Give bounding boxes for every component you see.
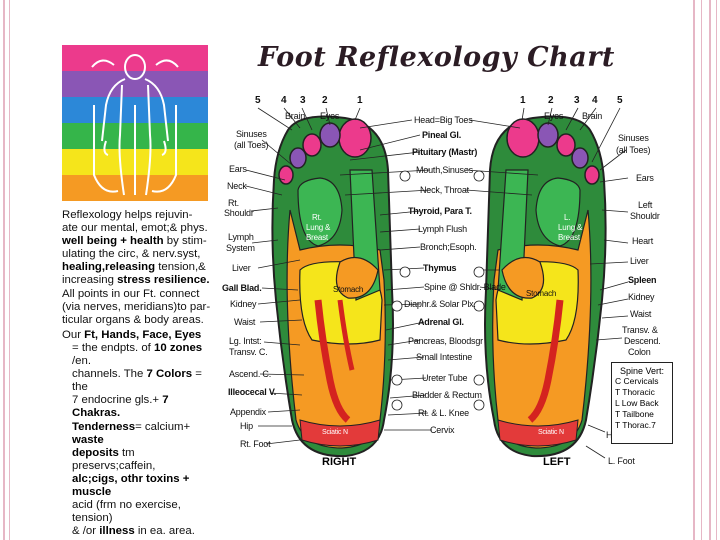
zone-number: 3 <box>300 95 306 106</box>
label-illeocecal: Illeocecal V. <box>228 387 276 397</box>
label-pancreas: Pancreas, Bloodsgr <box>408 336 483 346</box>
label-small-intestine: Small Intestine <box>416 352 472 362</box>
foot-title-right: RIGHT <box>322 456 356 468</box>
zone-number: 1 <box>357 95 363 106</box>
label-rt-lung: Breast <box>306 233 328 243</box>
label-eyes-left: Eyes <box>544 111 563 121</box>
label-brain: Brain <box>285 111 305 121</box>
label-all-toes: (all Toes) <box>234 140 268 150</box>
label-neck-throat: Neck, Throat <box>420 185 469 195</box>
label-l-foot: L. Foot <box>608 456 635 466</box>
label-ears: Ears <box>229 164 247 174</box>
label-stomach-right: Stomach <box>333 285 363 295</box>
label-shouldr: Shouldr <box>224 208 254 218</box>
label-transv-c: Transv. C. <box>229 347 268 357</box>
label-l-lung: Lung & <box>558 223 582 233</box>
label-sciatic-right: Sciatic N <box>322 428 348 438</box>
label-kidney-left: Kidney <box>628 292 654 302</box>
label-colon: Colon <box>628 347 651 357</box>
spine-legend: Spine Vert: C Cervicals T Thoracic L Low… <box>611 362 673 444</box>
label-liver-left: Liver <box>630 256 649 266</box>
label-rt-foot: Rt. Foot <box>240 439 270 449</box>
label-thymus: Thymus <box>423 263 456 273</box>
label-ureter: Ureter Tube <box>422 373 467 383</box>
label-bronch: Bronch;Esoph. <box>420 242 476 252</box>
label-descend: Descend. <box>624 336 660 346</box>
zone-number: 4 <box>281 95 287 106</box>
label-cervix: Cervix <box>430 425 454 435</box>
label-knee: Rt. & L. Knee <box>418 408 469 418</box>
label-adrenal: Adrenal Gl. <box>418 317 464 327</box>
label-bladder: Bladder & Rectum <box>412 390 482 400</box>
label-ascend-c: Ascend. C. <box>229 369 271 379</box>
label-sinuses: Sinuses <box>236 129 267 139</box>
label-hip: Hip <box>240 421 253 431</box>
label-transv: Transv. & <box>622 325 658 335</box>
spine-legend-row: T Tailbone <box>612 409 672 420</box>
label-eyes: Eyes <box>320 111 339 121</box>
label-liver: Liver <box>232 263 251 273</box>
label-appendix: Appendix <box>230 407 266 417</box>
label-shouldr-left: Shouldr <box>630 211 660 221</box>
zone-number: 3 <box>574 95 580 106</box>
zone-number: 4 <box>592 95 598 106</box>
zone-number: 5 <box>255 95 261 106</box>
label-mouth-sinuses: Mouth,Sinuses <box>416 165 473 175</box>
label-brain-left: Brain <box>582 111 602 121</box>
zone-number: 1 <box>520 95 526 106</box>
label-left-shoulder: Left <box>638 200 652 210</box>
spine-legend-row: C Cervicals <box>612 376 672 387</box>
zone-number: 2 <box>548 95 554 106</box>
label-stomach-left: Stomach <box>526 289 556 299</box>
label-l-lung: Breast <box>558 233 580 243</box>
label-rt-lung: Rt. <box>312 213 322 223</box>
label-kidney: Kidney <box>230 299 256 309</box>
label-sinuses-left: Sinuses <box>618 133 649 143</box>
zone-number: 5 <box>617 95 623 106</box>
label-lymph-flush: Lymph Flush <box>418 224 467 234</box>
label-neck: Neck <box>227 181 247 191</box>
label-diaphr: Diaphr.& Solar Plx. <box>404 299 476 309</box>
label-waist: Waist <box>234 317 255 327</box>
label-pituitary: Pituitary (Mastr) <box>412 147 477 157</box>
label-gall-blad: Gall Blad. <box>222 283 262 293</box>
label-head-big-toes: Head=Big Toes <box>414 115 473 125</box>
zone-number: 2 <box>322 95 328 106</box>
label-ears-left: Ears <box>636 173 654 183</box>
label-spine-shldr: Spine @ Shldr. Blade <box>424 282 506 292</box>
label-lymph: Lymph <box>228 232 254 242</box>
label-heart: Heart <box>632 236 653 246</box>
label-thyroid: Thyroid, Para T. <box>408 206 472 216</box>
spine-legend-row: T Thoracic <box>612 387 672 398</box>
label-all-toes-left: (all Toes) <box>616 145 650 155</box>
label-rt-lung: Lung & <box>306 223 330 233</box>
spine-legend-row: L Low Back <box>612 398 672 409</box>
label-waist-left: Waist <box>630 309 651 319</box>
foot-title-left: LEFT <box>543 456 571 468</box>
label-lg-intst: Lg. Intst: <box>229 336 262 346</box>
spine-legend-row: T Thorac.7 <box>612 420 672 431</box>
label-sciatic-left: Sciatic N <box>538 428 564 438</box>
label-l-lung: L. <box>564 213 570 223</box>
label-spleen: Spleen <box>628 275 656 285</box>
label-pineal: Pineal Gl. <box>422 130 461 140</box>
label-rt: Rt. <box>228 198 239 208</box>
label-system: System <box>226 243 255 253</box>
spine-legend-title: Spine Vert: <box>612 363 672 376</box>
